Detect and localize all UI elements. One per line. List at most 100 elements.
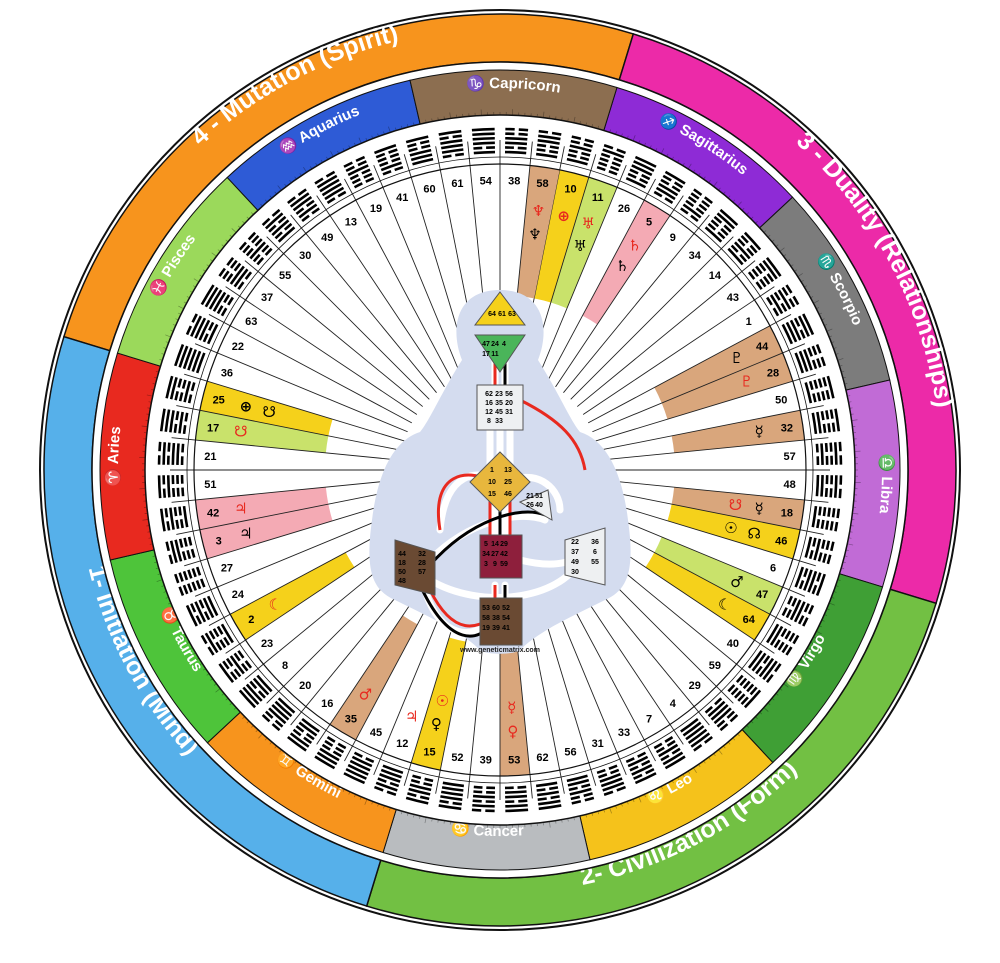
gate-divider [582,286,775,415]
hexagram-icon [343,751,375,785]
planet-symbol-icon: ☊ [747,525,760,543]
gate-number: 1 [746,316,752,328]
hexagram-icon [438,781,465,811]
sacral-gate-number: 3 [484,561,488,568]
degree-tick [573,116,576,123]
degree-tick [851,419,858,421]
root-gate-number: 19 [482,625,490,632]
degree-tick [364,799,368,805]
hexagram-icon [781,313,815,345]
aries-glyph-icon: ♈ [104,468,122,487]
hexagram-icon [596,144,627,176]
degree-tick [178,305,184,310]
hexagram-icon [704,208,739,243]
gate-divider [595,498,816,567]
degree-tick [713,181,718,187]
gate-number: 33 [618,727,630,739]
hexagram-icon [680,188,713,223]
gate-number: 40 [727,638,739,650]
gate-number: 44 [756,341,769,353]
gate-divider [597,405,824,451]
gate-number: 6 [770,563,776,575]
highlight-band-18 [671,487,805,530]
root-center [479,597,523,646]
gate-number: 62 [536,752,548,764]
sign-name: Capricorn [489,75,562,97]
hexagram-icon [314,170,347,204]
hexagram-icon [535,781,562,811]
head-gate-number: 64 [488,311,496,318]
highlight-band-28 [661,352,793,420]
degree-tick [666,783,670,789]
highlight-band-46 [667,504,801,559]
degree-tick [142,519,149,521]
planet-symbol-icon: ♃ [234,499,247,517]
gate-divider [171,479,401,503]
head-gate-number: 61 [498,311,506,318]
gate-number: 51 [204,479,216,491]
gate-number: 14 [709,270,722,282]
sign-label-libra: ♎ Libra [876,453,897,515]
throat-gate-number: 20 [505,400,513,407]
solar-gate-number: 22 [571,539,579,546]
gate-divider [587,314,792,424]
planet-symbol-icon: ♇ [740,373,753,391]
gate-divider [208,314,413,424]
g-gate-number: 15 [488,491,496,498]
degree-tick [258,733,263,739]
degree-tick [779,247,785,252]
hexagram-icon [504,127,529,155]
g-gate-number: 13 [504,467,512,474]
degree-tick [549,821,551,828]
root-gate-number: 54 [502,615,510,622]
degree-tick [181,636,187,640]
spleen-gate-number: 57 [418,569,426,576]
ajna-gate-number: 24 [491,341,499,348]
solar-gate-number: 55 [591,559,599,566]
root-gate-number: 38 [492,615,500,622]
sacral-gate-number: 27 [491,551,499,558]
gate-number: 56 [564,746,576,758]
g-gate-number: 10 [488,479,496,486]
planet-symbol-icon: ♆ [528,226,541,244]
ego-gate-number: 51 [535,493,543,500]
hexagram-icon [794,566,826,597]
gate-number: 59 [709,660,721,672]
degree-tick [193,278,200,283]
highlight-band-3 [199,504,333,559]
hexagram-icon [218,650,253,683]
hexagram-icon [747,650,782,683]
hexagram-icon [653,736,686,770]
gate-divider [599,437,829,461]
gate-divider [546,178,656,383]
hexagram-icon [157,474,185,499]
gate-divider [577,260,756,407]
hexagram-icon [261,208,296,243]
degree-tick [424,817,427,824]
gate-divider [266,236,430,400]
highlight-band-35 [329,615,418,740]
planet-symbol-icon: ☋ [234,423,247,441]
highlight-band-44 [654,325,783,404]
planet-symbol-icon: ♀ [507,723,518,741]
planet-symbol-icon: ♅ [582,214,595,232]
highlight-band-58 [517,165,560,299]
sacral-gate-number: 29 [500,541,508,548]
gate-divider [184,373,405,442]
gate-number: 13 [345,216,357,228]
hexagram-icon [159,505,189,532]
planet-symbol-icon: ♆ [532,202,545,220]
throat-gate-number: 62 [485,391,493,398]
hexagram-icon [157,441,185,466]
gate-divider [225,286,418,415]
gate-number: 46 [775,535,787,547]
gate-number: 29 [689,680,701,692]
degree-tick [165,334,171,338]
gate-number: 53 [508,755,520,767]
highlight-band-64 [645,552,770,641]
hexagram-icon [815,474,843,499]
planet-symbol-icon: ♄ [628,236,641,254]
solar-gate-number: 36 [591,539,599,546]
hexagram-icon [804,375,835,404]
solar-gate-number: 6 [593,549,597,556]
